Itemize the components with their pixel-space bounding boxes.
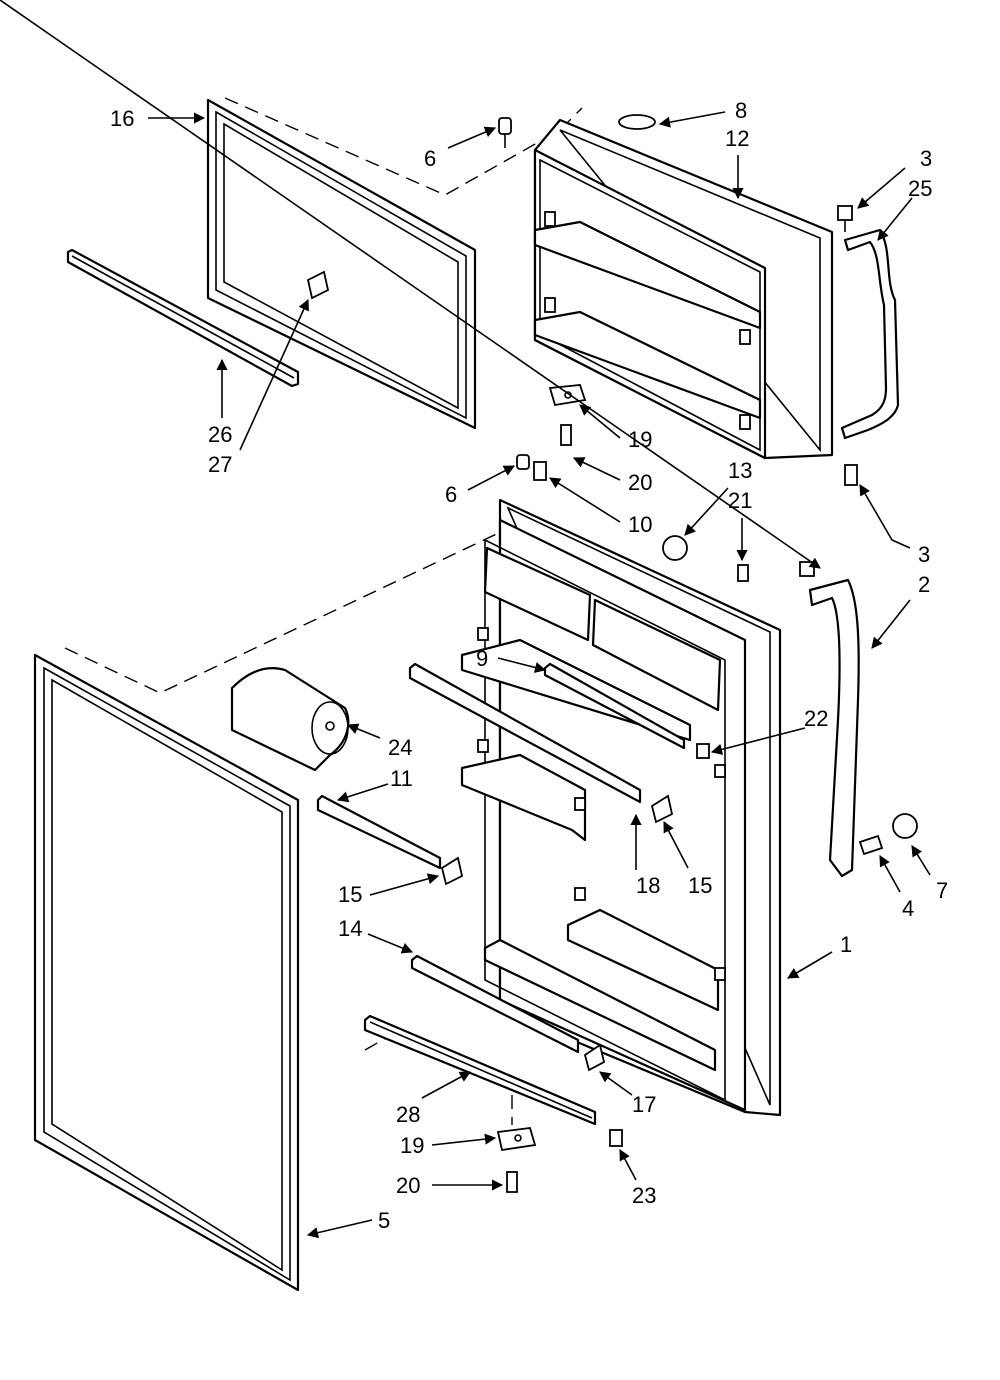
callout-3-lower: 3 [918, 542, 930, 567]
callout-24: 24 [388, 735, 412, 760]
callout-20-lower: 20 [396, 1173, 420, 1198]
screw [737, 564, 749, 582]
callout-21: 21 [728, 488, 752, 513]
callout-22: 22 [804, 706, 828, 731]
shelf-bar-end-cap-lower [583, 1043, 606, 1072]
door-pin-upper [498, 117, 512, 148]
callout-20-upper: 20 [628, 470, 652, 495]
callouts: 16 6 8 12 3 25 26 27 19 20 6 10 13 21 3 … [110, 98, 948, 1233]
freezer-door [533, 118, 834, 460]
callout-18: 18 [636, 873, 660, 898]
callout-16: 16 [110, 106, 134, 131]
bumper [662, 535, 688, 561]
lower-hinge-screw [506, 1171, 518, 1193]
freezer-shelf-rail [66, 248, 300, 388]
shelf-bar-center [408, 662, 642, 804]
callout-5: 5 [378, 1208, 390, 1233]
crisper-cover [230, 667, 350, 772]
callout-19-upper: 19 [628, 427, 652, 452]
callout-1: 1 [840, 932, 852, 957]
lower-hinge [496, 1127, 537, 1152]
refrigerator-door-gasket [33, 653, 300, 1292]
callout-3-upper: 3 [920, 146, 932, 171]
callout-6-upper: 6 [424, 146, 436, 171]
callout-12: 12 [725, 126, 749, 151]
callout-9: 9 [476, 646, 488, 671]
callout-4: 4 [902, 896, 914, 921]
callout-11: 11 [390, 766, 413, 791]
callout-10: 10 [628, 512, 652, 537]
shelf-bar-left [316, 794, 442, 870]
callout-23: 23 [632, 1183, 656, 1208]
handle-screw-cover [892, 813, 918, 839]
callout-27: 27 [208, 452, 232, 477]
callout-15-left: 15 [338, 882, 362, 907]
refrigerator-door [460, 498, 782, 1117]
freezer-door-gasket [206, 98, 477, 430]
freezer-handle [837, 205, 900, 486]
plug-button [618, 114, 656, 130]
leader-lines [0, 0, 931, 1239]
callout-17: 17 [632, 1092, 656, 1117]
callout-26: 26 [208, 422, 232, 447]
callout-13: 13 [728, 458, 752, 483]
callout-19-lower: 19 [400, 1133, 424, 1158]
callout-25: 25 [908, 176, 932, 201]
callout-6-middle: 6 [445, 482, 457, 507]
callout-28: 28 [396, 1102, 420, 1127]
callout-8: 8 [735, 98, 747, 123]
end-cap-bottom [609, 1129, 623, 1147]
shelf-bar-lower [410, 954, 580, 1054]
freezer-rail-end-cap [306, 270, 330, 300]
callout-14: 14 [338, 916, 362, 941]
callout-15-right: 15 [688, 873, 712, 898]
handle-screw [858, 834, 884, 856]
upper-hinge-screw [560, 424, 572, 446]
shelf-bar-end-cap-right [650, 794, 674, 824]
shelf-bar-end-cap-left [440, 856, 464, 886]
shelf-trim [543, 662, 686, 750]
end-cap-upper [696, 743, 710, 759]
door-pin-middle [516, 454, 547, 481]
callout-2: 2 [918, 572, 930, 597]
bottom-shelf-rail [363, 1014, 597, 1126]
callout-7: 7 [936, 878, 948, 903]
